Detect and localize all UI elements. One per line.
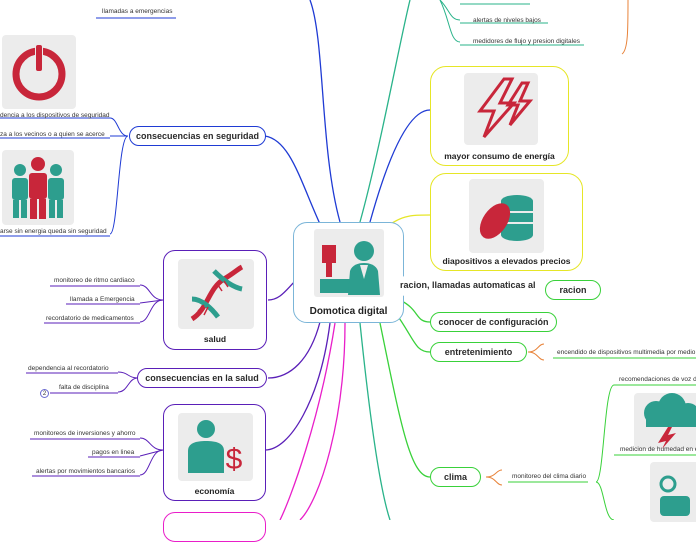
dna-icon [190, 264, 244, 322]
entretenimiento-node[interactable]: entretenimiento [430, 342, 527, 362]
central-node[interactable]: Domotica digital [293, 222, 404, 323]
security-consequences-node[interactable]: consecuencias en seguridad [129, 126, 266, 146]
storm-icon [644, 393, 696, 449]
salud-item-1[interactable]: monitoreo de ritmo cardiaco [54, 277, 135, 284]
energy-card[interactable]: mayor consumo de energía [430, 66, 569, 166]
health-consequence-1[interactable]: dependencia al recordatorio [28, 365, 109, 372]
salud-item-3[interactable]: recordatorio de medicamentos [46, 315, 134, 322]
weather-icon [659, 475, 690, 516]
money-image: $ [178, 413, 253, 481]
clima-node[interactable]: clima [430, 467, 481, 487]
energy-title: mayor consumo de energía [444, 151, 555, 161]
bottom-right-card-partial[interactable] [650, 462, 696, 522]
economia-item-3[interactable]: alertas por movimientos bancarios [36, 468, 135, 475]
coins-image [469, 179, 544, 253]
count-badge[interactable]: 2 [40, 389, 49, 398]
coins-icon [479, 195, 533, 241]
power-card[interactable] [2, 35, 76, 109]
connector-lines [0, 0, 696, 520]
clima-monitor-label[interactable]: monitoreo del clima diario [512, 473, 587, 480]
central-title: Domotica digital [309, 306, 388, 317]
power-icon [12, 43, 66, 101]
security-item-1[interactable]: dencia a los dispositivos de seguridad [0, 112, 110, 119]
svg-text:$: $ [226, 443, 243, 476]
salud-item-2[interactable]: llamada a Emergencia [70, 296, 135, 303]
economia-card[interactable]: $ economía [163, 404, 266, 501]
configuracion-node[interactable]: conocer de configuración [430, 312, 557, 332]
top-right-item-2[interactable]: medidores de flujo y presion digitales [473, 38, 580, 45]
clima-item-1[interactable]: recomendaciones de voz de [619, 376, 696, 383]
health-consequences-node[interactable]: consecuencias en la salud [137, 368, 267, 388]
emergency-calls-label[interactable]: llamadas a emergencias [102, 8, 173, 15]
money-icon: $ [188, 420, 243, 476]
economia-title: economía [194, 486, 235, 496]
dna-image [178, 259, 254, 329]
people-icon [12, 157, 64, 219]
people-card[interactable] [2, 150, 74, 225]
entretenimiento-detail[interactable]: encendido de dispositivos multimedia por… [557, 349, 696, 356]
salud-title: salud [203, 334, 227, 344]
storm-card[interactable] [634, 393, 696, 449]
clima-item-2[interactable]: medicion de humedad en el [620, 446, 696, 453]
racion-node[interactable]: racion [545, 280, 601, 300]
lightning-image [464, 73, 538, 145]
economia-item-2[interactable]: pagos en linea [92, 449, 135, 456]
devices-card[interactable]: diapositivos a elevados precios [430, 173, 583, 271]
health-consequence-2[interactable]: falta de disciplina [59, 384, 109, 391]
llamadas-node[interactable]: racion, llamadas automaticas al [396, 276, 556, 296]
lightning-icon [477, 77, 534, 138]
top-right-item-1[interactable]: alertas de niveles bajos [473, 17, 541, 24]
devices-title: diapositivos a elevados precios [442, 256, 571, 266]
economia-item-1[interactable]: monitoreos de inversiones y ahorro [34, 430, 136, 437]
smart-home-icon [314, 229, 384, 297]
salud-card[interactable]: salud [163, 250, 267, 350]
bottom-card-partial[interactable] [163, 512, 266, 542]
security-item-2[interactable]: za a los vecinos o a quien se acerce [0, 131, 105, 138]
security-item-3[interactable]: arse sin energia queda sin seguridad [0, 228, 107, 235]
